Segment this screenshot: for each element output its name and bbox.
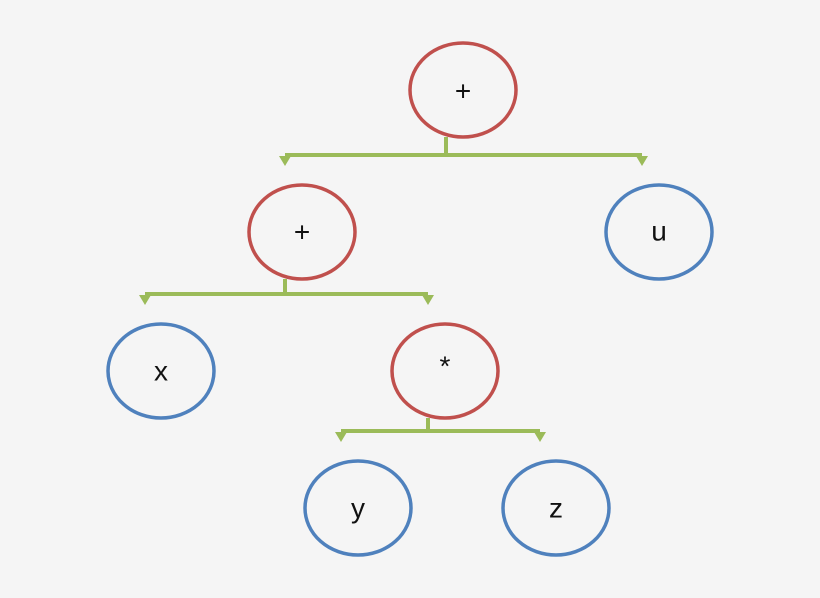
arrowhead-to-y <box>335 432 347 442</box>
node-x-ellipse <box>106 322 216 420</box>
node-z-label: z <box>549 493 563 524</box>
arrowhead-to-u <box>636 156 648 166</box>
node-y-ellipse <box>303 459 413 557</box>
node-y: y <box>303 459 413 557</box>
arrowhead-to-x <box>139 295 151 305</box>
node-plus: + <box>247 183 357 281</box>
node-root: + <box>408 41 518 139</box>
node-mul: * <box>390 322 500 420</box>
arrowhead-to-z <box>534 432 546 442</box>
node-root-label: + <box>455 76 471 107</box>
node-u: u <box>604 183 714 281</box>
node-z: z <box>501 459 611 557</box>
node-plus-ellipse <box>247 183 357 281</box>
node-plus-label: + <box>294 217 310 248</box>
connector-plus <box>139 279 434 305</box>
node-u-ellipse <box>604 183 714 281</box>
connector-root <box>279 137 648 166</box>
node-mul-ellipse <box>390 322 500 420</box>
arrowhead-to-mul <box>422 295 434 305</box>
node-u-label: u <box>651 216 667 247</box>
arrowhead-to-plus <box>279 156 291 166</box>
node-x-label: x <box>154 356 168 387</box>
node-x: x <box>106 322 216 420</box>
node-z-ellipse <box>501 459 611 557</box>
node-mul-label: * <box>440 351 451 382</box>
node-y-label: y <box>351 493 365 524</box>
connector-mul <box>335 418 546 442</box>
node-root-ellipse <box>408 41 518 139</box>
